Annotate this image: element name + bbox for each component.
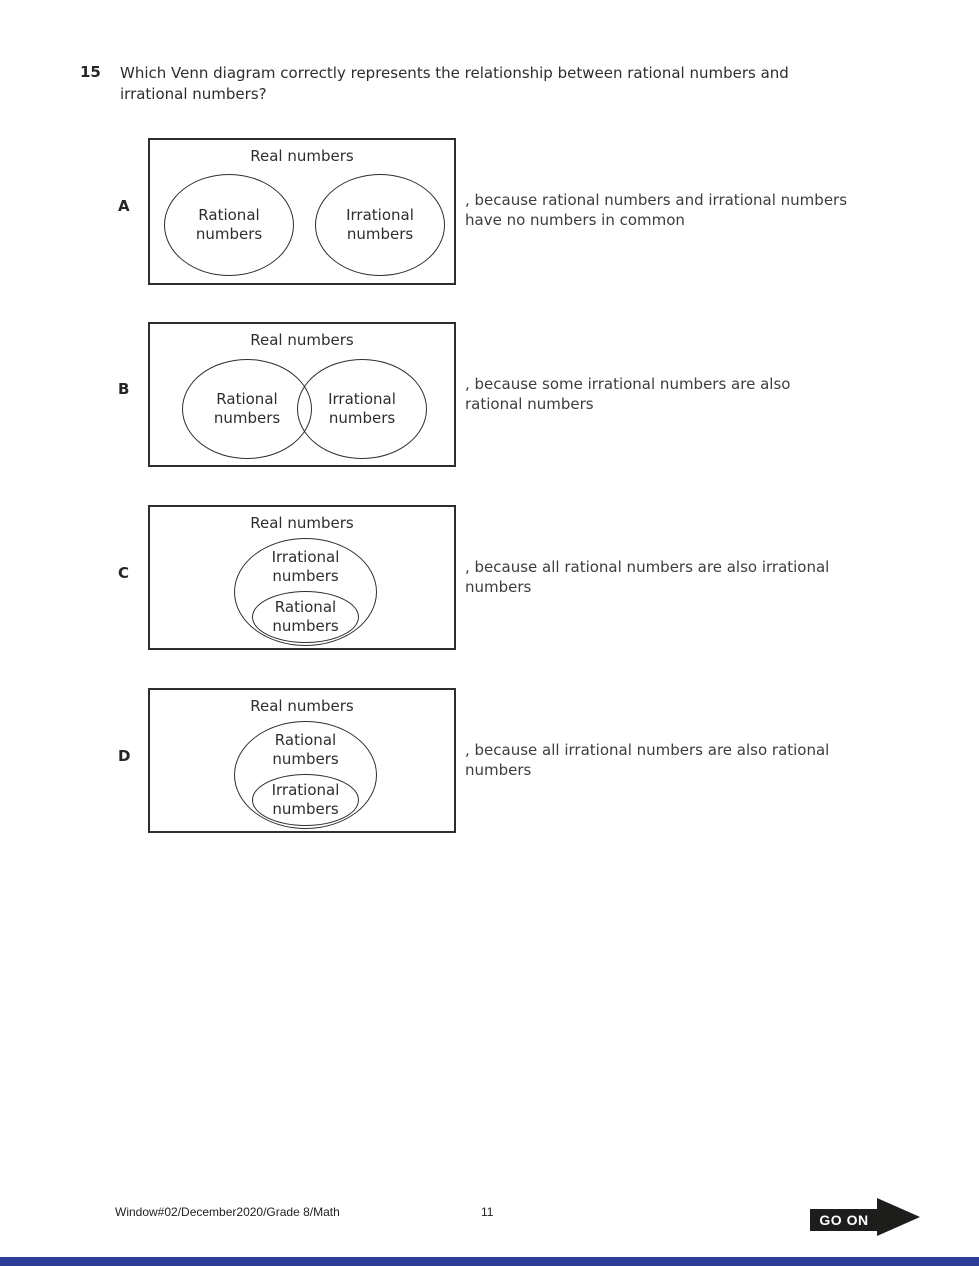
option-b-explanation: , because some irrational numbers are al… xyxy=(465,375,791,413)
option-d-venn-diagram: Real numbers Rational numbers Irrational… xyxy=(148,688,456,833)
option-a-venn-diagram: Real numbers Rational numbers Irrational… xyxy=(148,138,456,285)
option-c-explanation: , because all rational numbers are also … xyxy=(465,558,830,596)
option-d-explanation: , because all irrational numbers are als… xyxy=(465,741,830,779)
option-c-venn-diagram: Real numbers Irrational numbers Rational… xyxy=(148,505,456,650)
universe-set-label: Real numbers xyxy=(250,331,354,349)
bottom-accent-bar xyxy=(0,1257,979,1266)
option-d-label: D xyxy=(118,747,131,765)
rational-numbers-ellipse: Rational numbers xyxy=(182,359,312,459)
go-on-button[interactable]: GO ON xyxy=(810,1209,878,1231)
footer-document-code: Window#02/December2020/Grade 8/Math xyxy=(115,1205,340,1219)
question-text: Which Venn diagram correctly represents … xyxy=(120,64,789,103)
rational-numbers-inner-ellipse: Rational numbers xyxy=(252,591,359,643)
go-on-arrow-icon[interactable] xyxy=(877,1198,920,1236)
universe-set-label: Real numbers xyxy=(250,147,354,165)
irrational-numbers-ellipse: Irrational numbers xyxy=(297,359,427,459)
footer-page-number: 11 xyxy=(481,1205,494,1219)
option-a-explanation: , because rational numbers and irrationa… xyxy=(465,191,848,229)
irrational-numbers-ellipse: Irrational numbers xyxy=(315,174,445,276)
question-number: 15 xyxy=(80,63,101,81)
option-b-label: B xyxy=(118,380,130,398)
rational-numbers-ellipse: Rational numbers xyxy=(164,174,294,276)
option-a-label: A xyxy=(118,197,130,215)
irrational-numbers-outer-ellipse: Irrational numbers xyxy=(234,538,377,646)
rational-numbers-outer-ellipse: Rational numbers xyxy=(234,721,377,829)
universe-set-label: Real numbers xyxy=(250,514,354,532)
option-b-venn-diagram: Real numbers Rational numbers Irrational… xyxy=(148,322,456,467)
universe-set-label: Real numbers xyxy=(250,697,354,715)
irrational-numbers-inner-ellipse: Irrational numbers xyxy=(252,774,359,826)
option-c-label: C xyxy=(118,564,130,582)
